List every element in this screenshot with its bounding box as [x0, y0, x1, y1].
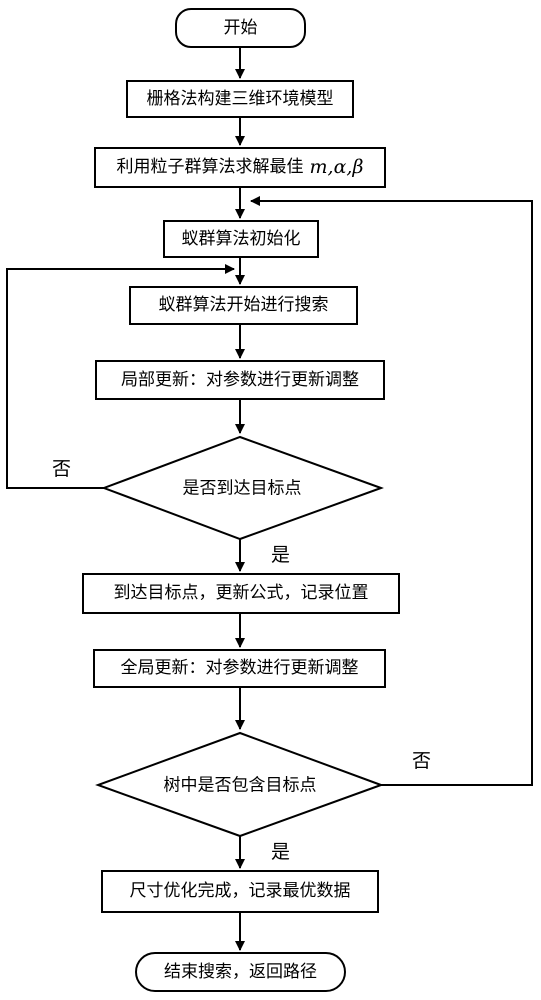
step-pso-params-math: m,α,β [309, 156, 364, 178]
end-label: 结束搜索，返回路径 [164, 961, 317, 982]
start-terminal: 开始 [175, 8, 306, 48]
decision2-no-label: 否 [412, 750, 432, 772]
step-global-update: 全局更新：对参数进行更新调整 [93, 649, 386, 688]
step-aco-search-label: 蚁群算法开始进行搜索 [158, 295, 329, 315]
step-aco-init-label: 蚁群算法初始化 [181, 228, 301, 249]
start-label: 开始 [223, 17, 258, 38]
end-terminal: 结束搜索，返回路径 [135, 952, 346, 992]
loop-no-decision1 [6, 264, 235, 489]
step-pso-optimize-params-label: 利用粒子群算法求解最佳 [116, 157, 304, 177]
decision1-yes-label: 是 [271, 544, 291, 566]
decision1-diamond [101, 435, 384, 541]
decision2-diamond [95, 731, 384, 838]
step-build-3d-grid-model: 栅格法构建三维环境模型 [126, 80, 354, 118]
step-reach-target: 到达目标点，更新公式，记录位置 [82, 573, 400, 614]
step-local-update: 局部更新：对参数进行更新调整 [95, 360, 385, 400]
step-size-optimized: 尺寸优化完成，记录最优数据 [101, 870, 379, 913]
step-build-3d-grid-model-label: 栅格法构建三维环境模型 [146, 88, 334, 109]
decision1-no-label: 否 [52, 458, 72, 480]
decision1-label: 是否到达目标点 [182, 478, 302, 499]
decision2-yes-label: 是 [271, 841, 291, 863]
step-aco-search: 蚁群算法开始进行搜索 [129, 286, 358, 325]
decision2-label: 树中是否包含目标点 [163, 775, 317, 796]
step-size-optimized-label: 尺寸优化完成，记录最优数据 [129, 881, 351, 901]
step-reach-target-label: 到达目标点，更新公式，记录位置 [113, 583, 369, 603]
step-global-update-label: 全局更新：对参数进行更新调整 [120, 658, 359, 678]
step-aco-init: 蚁群算法初始化 [163, 220, 319, 258]
loop-no-decision2 [250, 196, 533, 786]
step-local-update-label: 局部更新：对参数进行更新调整 [121, 369, 359, 390]
